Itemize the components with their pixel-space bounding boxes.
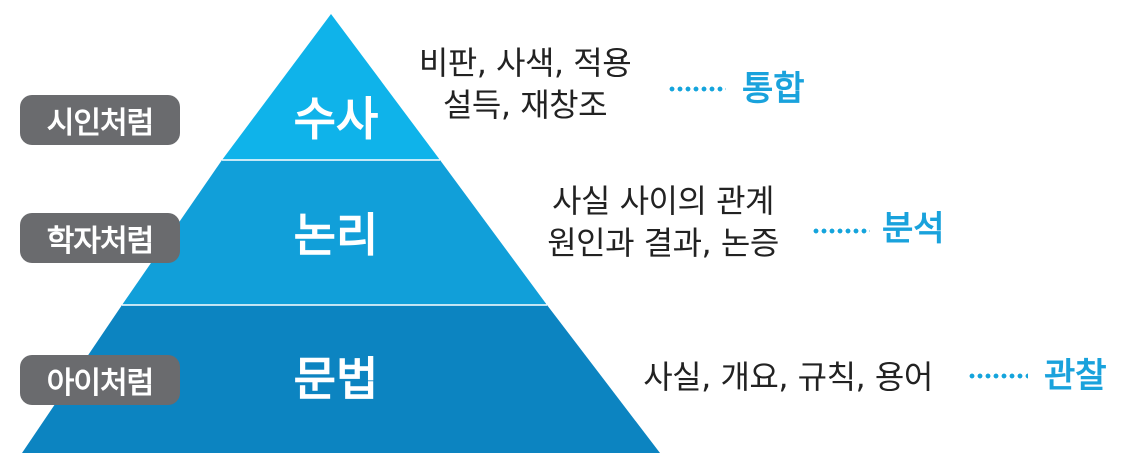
tier-title-rhetoric: 수사 [293, 92, 379, 146]
desc-line: 비판, 사색, 적용 [418, 44, 632, 82]
desc-line: 설득, 재창조 [442, 86, 608, 124]
tier-label-scholar: 학자처럼 [20, 213, 180, 263]
outcome-observation: 관찰 [1044, 356, 1107, 396]
pyramid-tier-bottom [22, 305, 660, 453]
outcome-analysis: 분석 [882, 209, 945, 249]
desc-line: 원인과 결과, 논증 [547, 224, 779, 262]
tier-label-poet: 시인처럼 [20, 95, 180, 145]
pyramid-tier-middle [122, 160, 547, 305]
dot-leader [812, 228, 870, 234]
tier-desc-grammar: 사실, 개요, 규칙, 용어 [612, 356, 964, 398]
desc-line: 사실 사이의 관계 [552, 182, 774, 220]
pyramid-tier-top [222, 14, 440, 160]
tier-label-child: 아이처럼 [20, 355, 180, 405]
tier-desc-rhetoric: 비판, 사색, 적용 설득, 재창조 [395, 42, 655, 126]
dot-leader [668, 86, 726, 92]
tier-title-logic: 논리 [293, 208, 379, 262]
tier-title-grammar: 문법 [293, 352, 379, 406]
desc-line: 사실, 개요, 규칙, 용어 [643, 358, 933, 396]
tier-desc-logic: 사실 사이의 관계 원인과 결과, 논증 [518, 180, 808, 264]
dot-leader [968, 373, 1028, 379]
outcome-integration: 통합 [742, 69, 805, 109]
